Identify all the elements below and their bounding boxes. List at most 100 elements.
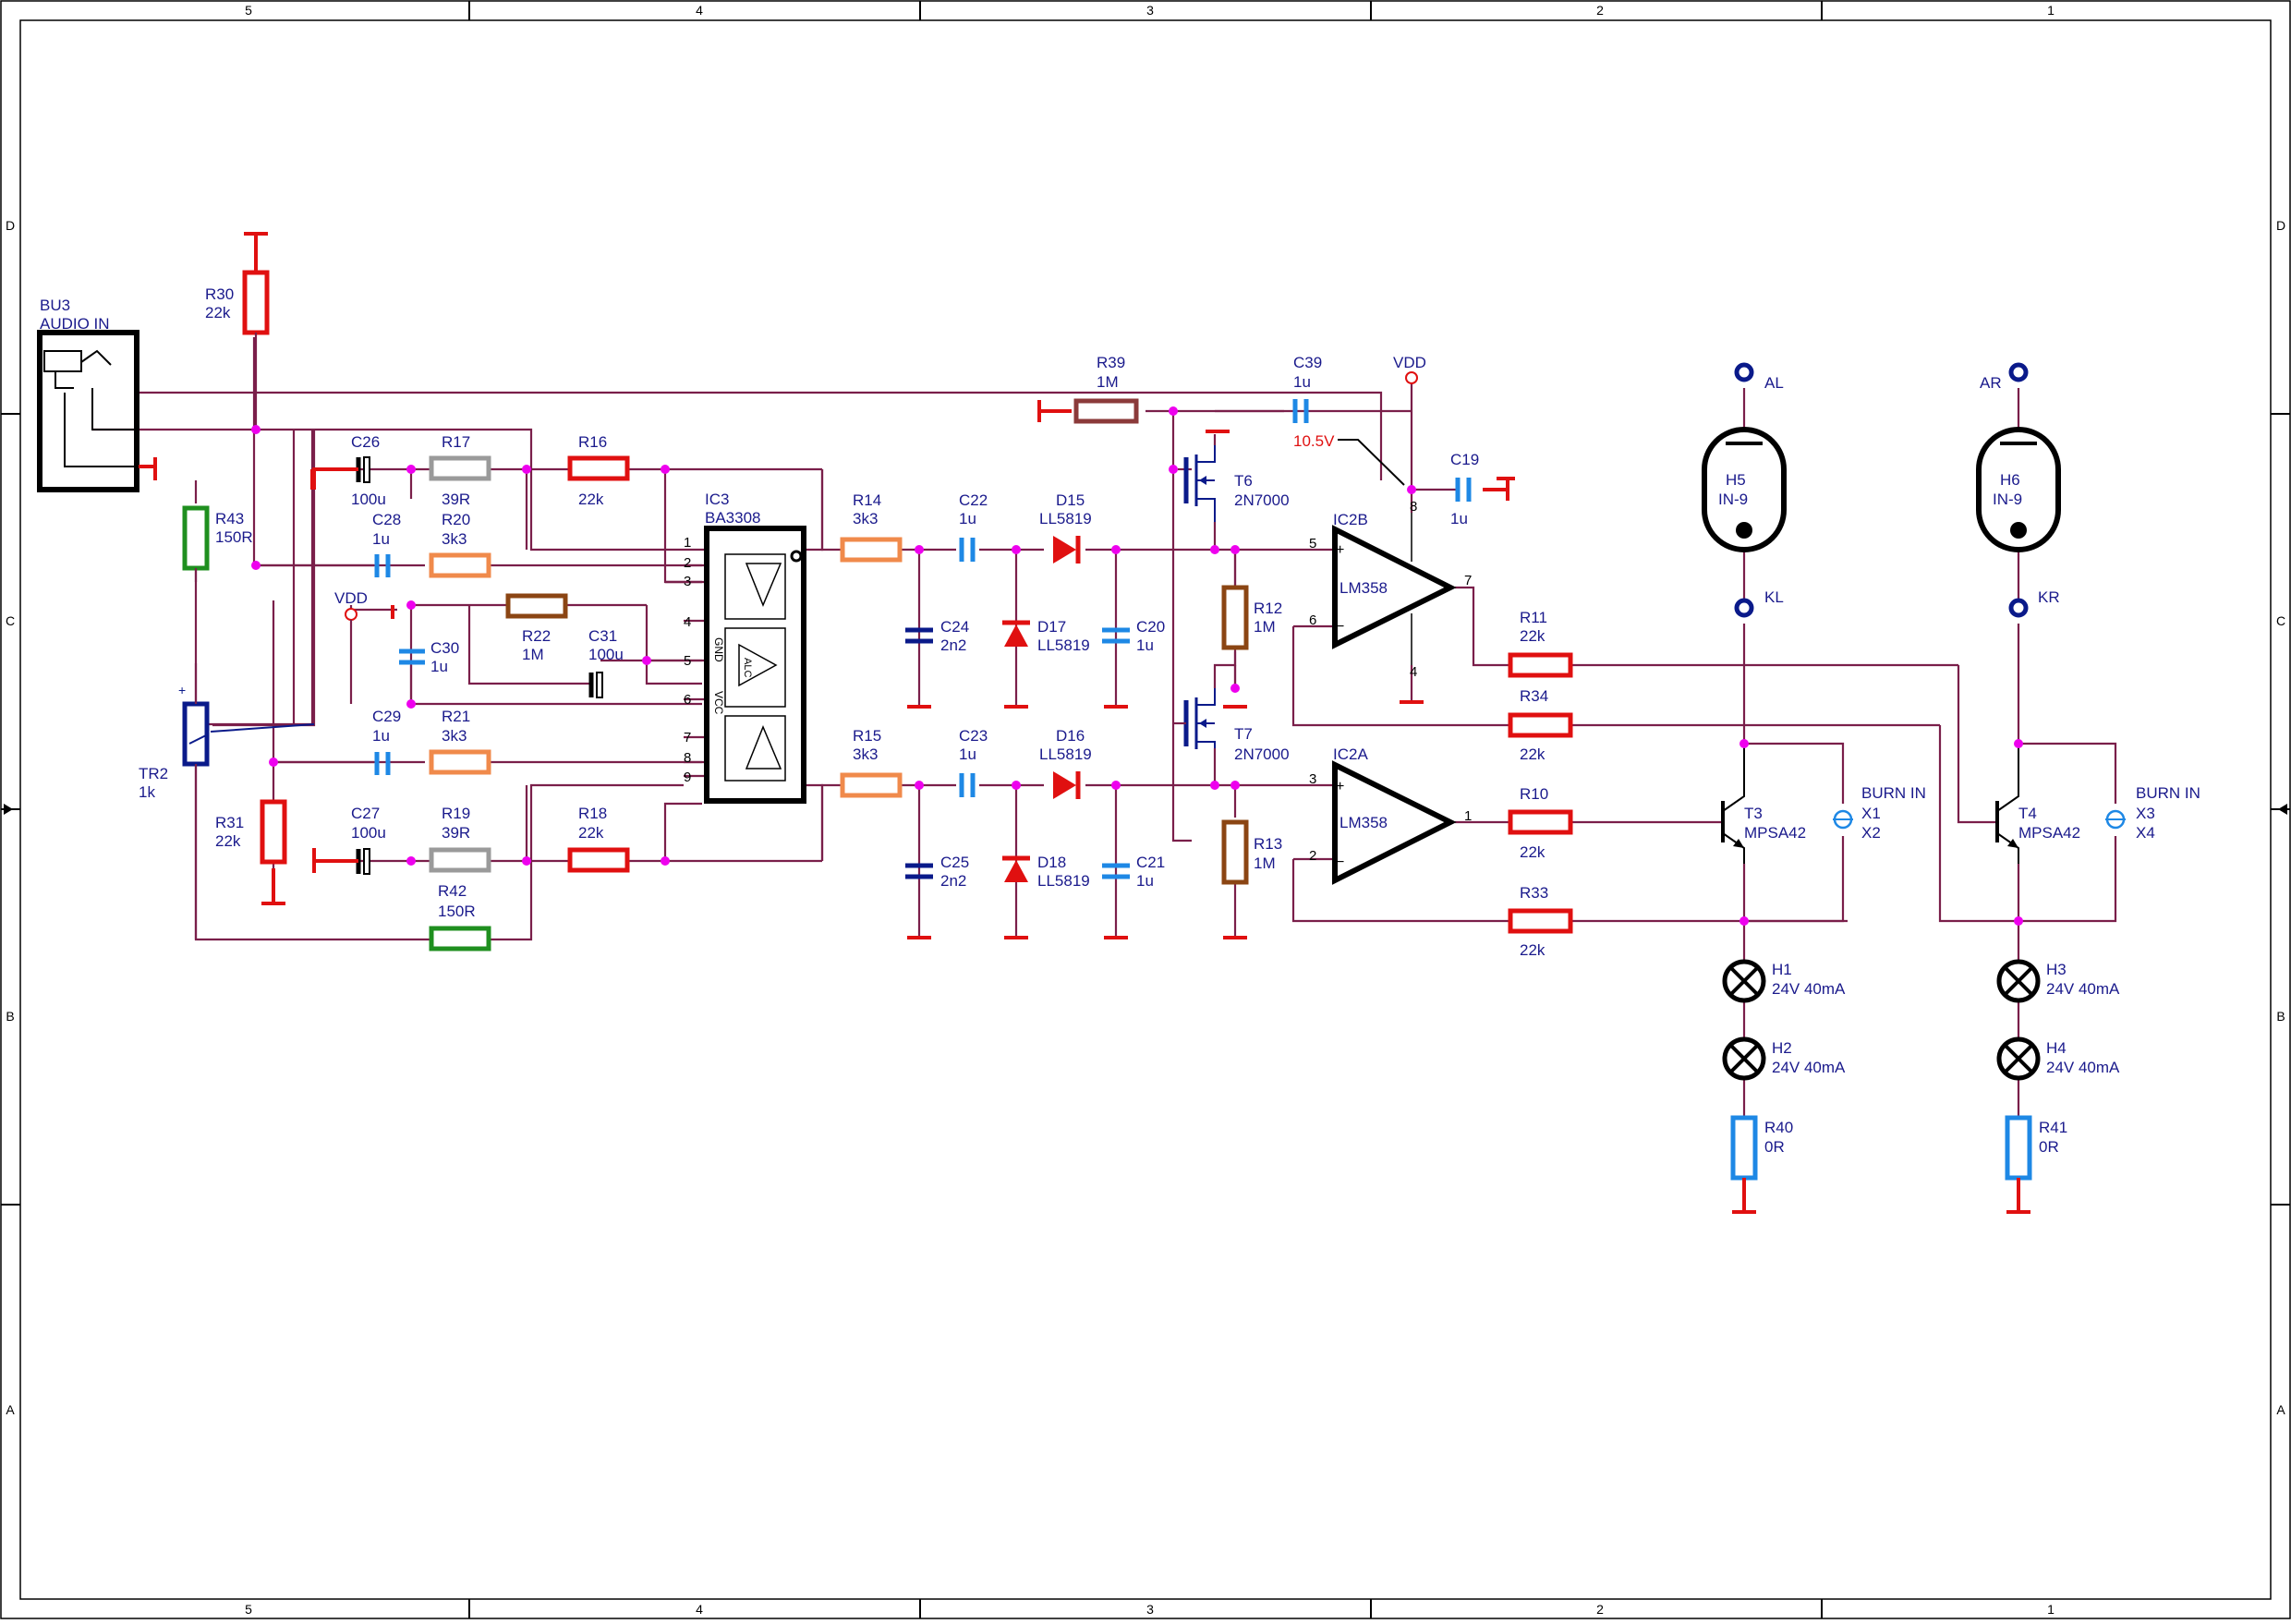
r34-value: 22k <box>1520 745 1546 763</box>
ic2b-pin: 4 <box>1410 664 1417 680</box>
burn2-x2: X4 <box>2136 824 2155 842</box>
r19-value: 39R <box>442 824 470 842</box>
c25-value: 2n2 <box>940 872 966 890</box>
frame-col-bottom: 2 <box>1596 1602 1604 1617</box>
h4-value: 24V 40mA <box>2046 1059 2120 1076</box>
resistor-r19: R19 39R <box>429 805 491 873</box>
capacitor-c20: C20 1u <box>1102 618 1165 654</box>
ic2a-ref: IC2A <box>1333 745 1368 763</box>
c22-value: 1u <box>959 510 976 527</box>
resistor-r18: R18 22k <box>567 805 630 873</box>
c20-ref: C20 <box>1136 618 1165 636</box>
ic3-pin: 3 <box>684 574 691 589</box>
ic3-pin: 7 <box>684 730 691 745</box>
frame-row-left: B <box>6 1009 14 1024</box>
r16-value: 22k <box>578 491 604 508</box>
junction-dots <box>251 406 2023 926</box>
frame-col-top: 1 <box>2047 3 2055 18</box>
r21-ref: R21 <box>442 708 470 725</box>
diode-d17: D17 LL5819 <box>1002 618 1090 654</box>
c20-value: 1u <box>1136 636 1154 654</box>
ic3-vcc-label: VCC <box>712 691 725 715</box>
capacitor-c19: C19 1u <box>1450 451 1479 527</box>
resistor-r31: R31 22k <box>215 799 287 865</box>
kr-label: KR <box>2038 588 2060 606</box>
ic3-alc-label: ALC <box>742 658 753 677</box>
bu3-value: AUDIO IN <box>40 315 110 333</box>
c28-value: 1u <box>372 530 390 548</box>
capacitor-c21: C21 1u <box>1102 854 1165 890</box>
r40-ref: R40 <box>1764 1119 1793 1136</box>
wires <box>92 337 2117 1210</box>
d18-value: LL5819 <box>1037 872 1090 890</box>
r39-value: 1M <box>1097 373 1119 391</box>
ic2a-pin: 3 <box>1309 771 1316 787</box>
transistor-t4: T4 MPSA42 <box>1995 744 2080 864</box>
c26-ref: C26 <box>351 433 380 451</box>
r20-value: 3k3 <box>442 530 467 548</box>
frame-col-bottom: 3 <box>1146 1602 1154 1617</box>
capacitor-c23: C23 1u <box>959 727 988 797</box>
resistor-r43: R43 150R <box>182 505 253 571</box>
resistor-r40: R40 0R <box>1730 1115 1793 1212</box>
frame-row-left: A <box>6 1402 15 1417</box>
resistor-r14: R14 3k3 <box>840 491 903 563</box>
d16-value: LL5819 <box>1039 745 1092 763</box>
ic3-value: BA3308 <box>705 509 761 527</box>
terminal-ar: AR <box>1980 362 2029 392</box>
lamp-h1: H1 24V 40mA <box>1722 959 1846 1003</box>
capacitor-c25: C25 2n2 <box>905 854 969 890</box>
r17-ref: R17 <box>442 433 470 451</box>
r10-value: 22k <box>1520 843 1546 861</box>
h1-value: 24V 40mA <box>1772 980 1846 998</box>
r43-ref: R43 <box>215 510 244 527</box>
r43-value: 150R <box>215 528 253 546</box>
ic3-gnd-label: GND <box>712 637 725 662</box>
ar-label: AR <box>1980 374 2002 392</box>
burn1-label: BURN IN <box>1861 784 1926 802</box>
h5-value: IN-9 <box>1718 491 1748 508</box>
d17-value: LL5819 <box>1037 636 1090 654</box>
r42-ref: R42 <box>438 882 467 900</box>
capacitor-c22: C22 1u <box>959 491 988 562</box>
frame-row-right: B <box>2276 1009 2285 1024</box>
r14-ref: R14 <box>853 491 881 509</box>
tr2-value: 1k <box>139 783 155 801</box>
r40-value: 0R <box>1764 1138 1785 1156</box>
h6-value: IN-9 <box>1993 491 2022 508</box>
r11-ref: R11 <box>1520 609 1547 626</box>
mosfet-t7: T7 2N7000 <box>1173 688 1290 763</box>
diode-d18: D18 LL5819 <box>1002 854 1090 890</box>
lamp-h2: H2 24V 40mA <box>1722 1036 1846 1081</box>
frame-col-top: 4 <box>696 3 703 18</box>
d15-ref: D15 <box>1056 491 1085 509</box>
frame-row-right: D <box>2276 218 2285 233</box>
frame-col-top: 2 <box>1596 3 1604 18</box>
resistor-r34: R34 22k <box>1508 687 1573 763</box>
c30-ref: C30 <box>430 639 459 657</box>
r12-value: 1M <box>1254 618 1276 636</box>
vdd-left-net: VDD <box>334 589 368 704</box>
r12-ref: R12 <box>1254 600 1282 617</box>
lamp-h3: H3 24V 40mA <box>1996 959 2120 1003</box>
r17-value: 39R <box>442 491 470 508</box>
resistor-r20: R20 3k3 <box>429 511 491 578</box>
opamp-ic2a: + − IC2A LM358 3 2 1 <box>1309 745 1472 885</box>
resistor-r30: R30 22k <box>205 270 270 430</box>
h5-ref: H5 <box>1726 471 1746 489</box>
kl-label: KL <box>1764 588 1784 606</box>
resistor-r39: R39 1M <box>1073 354 1139 424</box>
resistor-r12: R12 1M <box>1221 585 1282 650</box>
h3-value: 24V 40mA <box>2046 980 2120 998</box>
r18-ref: R18 <box>578 805 607 822</box>
ic2b-plus: + <box>1336 542 1344 558</box>
capacitor-c28: C28 1u <box>372 511 401 577</box>
ic3-pin: 4 <box>684 614 691 630</box>
c21-ref: C21 <box>1136 854 1165 871</box>
diode-d16: D16 LL5819 <box>1039 727 1092 799</box>
r20-ref: R20 <box>442 511 470 528</box>
ic3-ref: IC3 <box>705 491 729 508</box>
ic3-pin: 5 <box>684 653 691 669</box>
